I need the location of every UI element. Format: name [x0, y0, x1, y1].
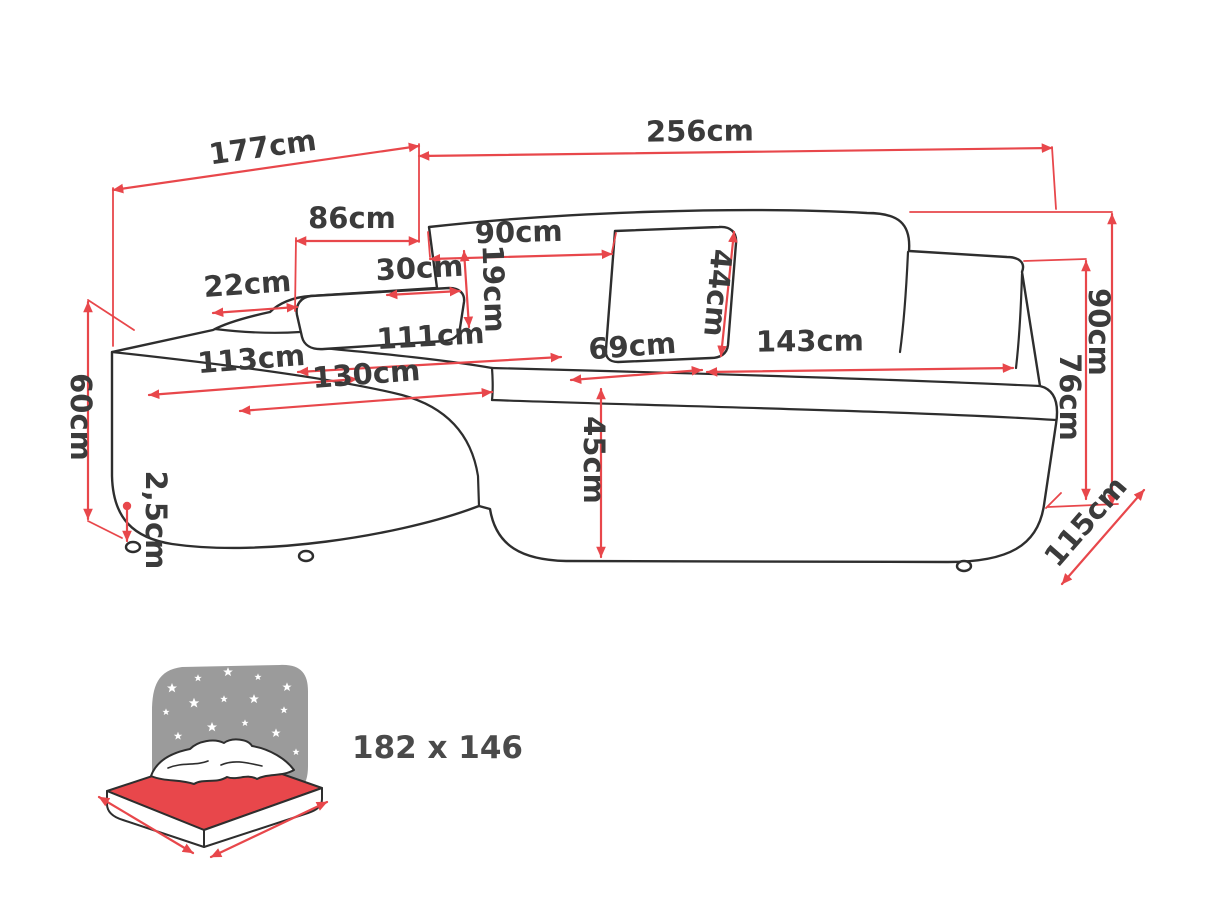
- dim-45-label: 45cm: [577, 416, 611, 504]
- dim-69-label: 69cm: [587, 326, 677, 367]
- sleeping-length-arrow: [209, 800, 329, 859]
- corner-seam: [490, 366, 494, 402]
- sleeping-area-icon: [97, 664, 329, 859]
- armrest-side-panel-line: [213, 327, 302, 334]
- dim-130-label: 130cm: [311, 353, 421, 395]
- dim-76: 76cm: [1023, 258, 1091, 501]
- dim-111-line: [296, 352, 563, 377]
- blanket-fold-lines: [167, 760, 263, 769]
- dim-44: 44cm: [697, 230, 739, 358]
- dim-22-label: 22cm: [202, 264, 292, 304]
- dim-2-5-label: 2,5cm: [139, 471, 173, 570]
- dim-143-line: [705, 363, 1015, 377]
- dim-143-label: 143cm: [756, 323, 864, 358]
- dim-115-extension: [1045, 492, 1062, 509]
- dim-60: 60cm: [64, 299, 135, 539]
- dim-130-line: [238, 387, 494, 416]
- sofa-foot: [297, 549, 315, 563]
- dim-19-line: [459, 249, 474, 329]
- dim-177-label: 177cm: [207, 123, 319, 172]
- dim-45: 45cm: [577, 387, 611, 559]
- dim-2-5: 2,5cm: [122, 471, 173, 570]
- dim-90-back-label: 90cm: [474, 214, 563, 250]
- right-arm-inner-edge: [1014, 272, 1024, 370]
- right-bolster-edge: [898, 250, 910, 354]
- dim-111-label: 111cm: [376, 316, 486, 356]
- dim-60-extension-top: [87, 299, 135, 331]
- sofa-foot: [955, 559, 973, 573]
- dim-69: 69cm: [569, 326, 704, 385]
- dim-30: 30cm: [375, 249, 464, 300]
- dim-30-label: 30cm: [375, 249, 464, 288]
- dim-2-5-marker-dot: [122, 501, 132, 511]
- sofa-foot: [124, 540, 142, 554]
- dim-76-extension-top: [1023, 258, 1087, 262]
- dim-256-label: 256cm: [646, 113, 754, 148]
- dim-44-label: 44cm: [697, 248, 739, 338]
- dim-90-back-extension-right: [611, 232, 617, 253]
- blanket: [150, 738, 295, 785]
- dim-115: 115cm: [1037, 470, 1146, 586]
- dim-113-line: [147, 374, 359, 400]
- dim-19-label: 19cm: [475, 244, 512, 333]
- sleeping-area-size-label: 182 x 146: [352, 730, 523, 766]
- dim-130: 130cm: [238, 353, 494, 416]
- dim-19: 19cm: [459, 244, 513, 333]
- dim-86-extension: [294, 237, 297, 312]
- dim-113-label: 113cm: [196, 338, 306, 380]
- right-seat-front-edge: [490, 398, 1058, 422]
- dim-256-extension: [1051, 146, 1057, 210]
- dim-256: 256cm: [417, 113, 1057, 210]
- dim-22-line: [211, 302, 299, 318]
- dim-86: 86cm: [294, 201, 421, 312]
- dim-30-line: [385, 286, 462, 300]
- dim-76-label: 76cm: [1053, 353, 1087, 441]
- dim-143: 143cm: [705, 323, 1015, 377]
- sofa-drawing: [110, 208, 1059, 573]
- dim-256-line: [417, 143, 1054, 161]
- dim-44-line: [717, 230, 738, 358]
- dim-113: 113cm: [147, 338, 359, 400]
- sleeping-width-arrow: [97, 795, 195, 855]
- dim-69-line: [569, 365, 704, 385]
- dim-60-extension-bottom: [87, 520, 123, 539]
- dim-111: 111cm: [296, 316, 563, 377]
- dim-60-label: 60cm: [64, 373, 98, 461]
- dim-86-label: 86cm: [308, 201, 396, 235]
- dim-177-line: [111, 142, 421, 194]
- dim-22: 22cm: [202, 264, 299, 318]
- dim-115-line: [1060, 488, 1146, 586]
